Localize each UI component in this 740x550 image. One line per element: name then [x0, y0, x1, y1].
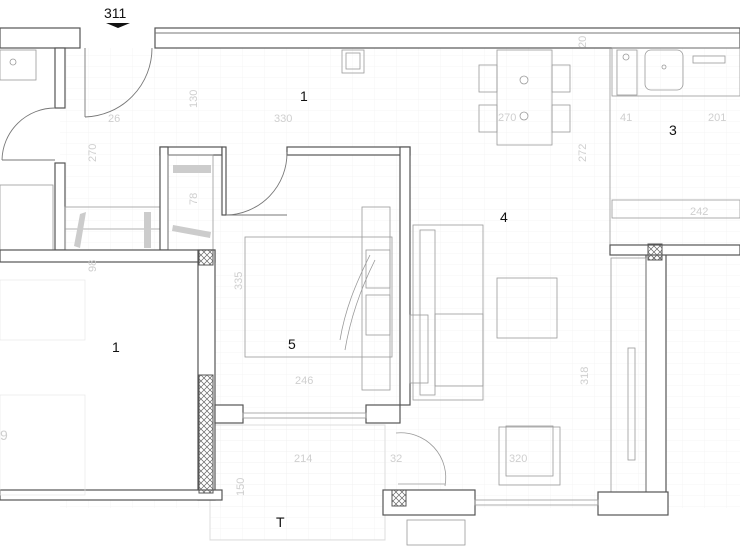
dimension-label: 32 [390, 453, 402, 465]
dimension-label: 214 [294, 453, 312, 465]
dimension-label: 150 [235, 478, 247, 496]
dimension-label: 320 [509, 453, 527, 465]
dimension-label: 335 [233, 272, 245, 290]
dimension-label: 41 [620, 112, 632, 124]
dimension-label: 318 [579, 367, 591, 385]
dimension-label: 330 [274, 113, 292, 125]
room-label-terrace: T [276, 514, 285, 530]
room-label-living: 4 [500, 209, 508, 225]
tv-unit [627, 347, 636, 461]
room-label-hall: 1 [300, 88, 308, 104]
dimension-label: 130 [188, 90, 200, 108]
chair [551, 104, 571, 133]
entrance-door[interactable] [84, 47, 153, 118]
wardrobe-left [0, 184, 54, 251]
armchair [498, 425, 561, 486]
room-label-left-room: 1 [112, 339, 120, 355]
room-label-bedroom: 5 [288, 336, 296, 352]
dimension-label: 272 [577, 144, 589, 162]
terrace-furniture [406, 519, 466, 546]
ventilation-shaft [341, 49, 365, 74]
bedroom-window[interactable] [214, 404, 401, 424]
bathroom-door[interactable] [1, 107, 56, 161]
coffee-table [496, 277, 558, 339]
bedroom-wall [221, 146, 411, 406]
chair [478, 64, 498, 93]
dimension-label: 201 [708, 112, 726, 124]
dimension-label: 26 [108, 113, 120, 125]
dining-table [478, 49, 571, 146]
bed [244, 206, 393, 391]
dimension-label: 20 [577, 36, 589, 48]
section-arrow-icon [106, 23, 130, 28]
sofa [409, 224, 484, 401]
hall-shelf [64, 206, 161, 251]
terrace-floor [209, 424, 386, 541]
room-label-kitchen: 3 [669, 122, 677, 138]
bathroom-fixture [0, 49, 37, 81]
room-label-left-edge: 9 [0, 427, 8, 443]
section-marker-label: 311 [104, 5, 127, 21]
dimension-label: 78 [188, 193, 200, 205]
bedroom-door[interactable] [225, 151, 288, 216]
dimension-label: 242 [690, 206, 708, 218]
dimension-label: 98 [87, 260, 99, 272]
living-window[interactable] [474, 499, 599, 506]
left-room-floor [0, 262, 198, 490]
chair [551, 64, 571, 93]
dimension-label: 270 [87, 144, 99, 162]
dimension-label: 246 [295, 375, 313, 387]
chair [478, 104, 498, 133]
terrace-door[interactable] [395, 432, 447, 487]
left-room-walls [0, 249, 223, 501]
exterior-wall-top [0, 27, 740, 49]
dimension-label: 270 [498, 112, 516, 124]
kitchen [609, 47, 740, 261]
